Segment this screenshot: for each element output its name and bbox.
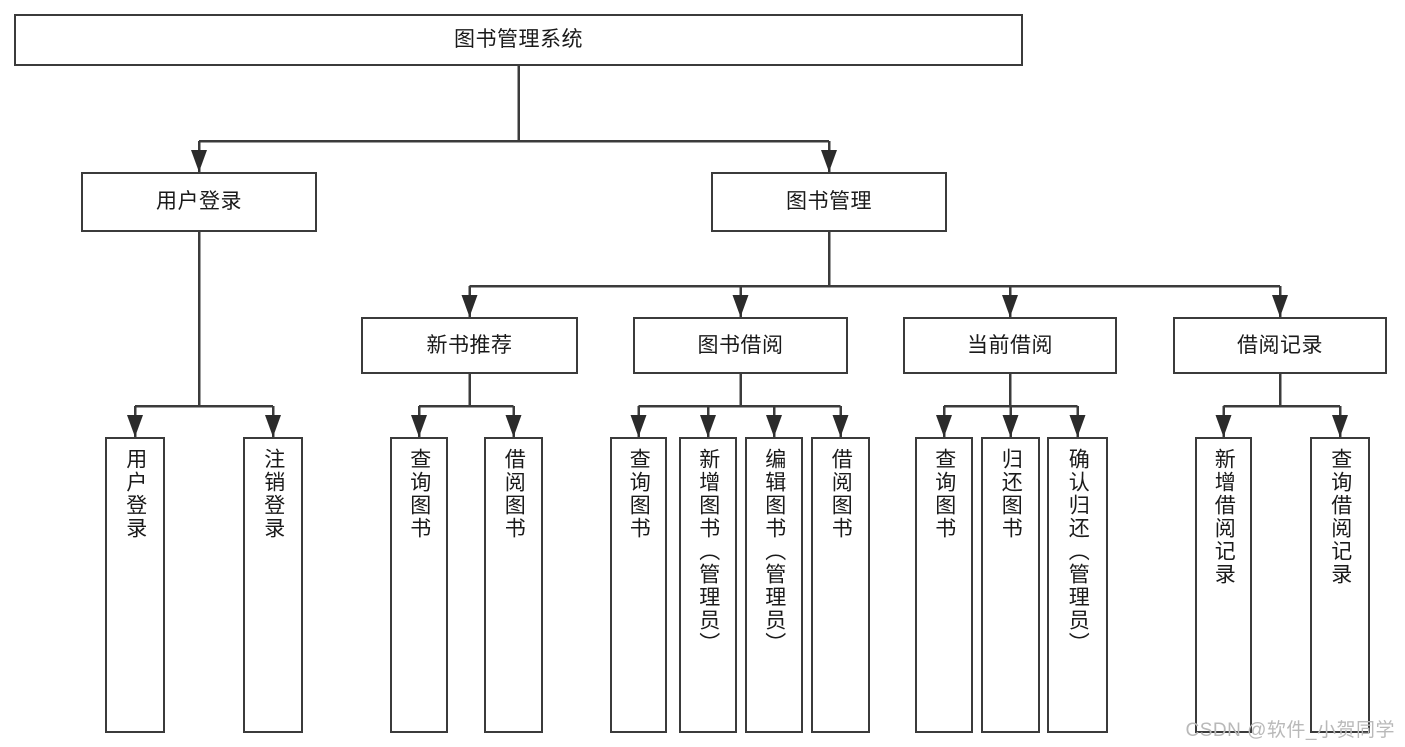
node-label-leaf-edit-book: 编辑图书（管理员） xyxy=(762,448,786,655)
node-borrow-record[interactable]: 借阅记录 xyxy=(1173,317,1387,374)
node-current-borrow[interactable]: 当前借阅 xyxy=(903,317,1117,374)
node-leaf-query-book-2[interactable]: 查询图书 xyxy=(610,437,667,733)
node-leaf-confirm-return[interactable]: 确认归还（管理员） xyxy=(1047,437,1108,733)
node-label-book-borrow: 图书借阅 xyxy=(697,333,784,357)
node-leaf-borrow-book-2[interactable]: 借阅图书 xyxy=(811,437,870,733)
node-leaf-query-book-1[interactable]: 查询图书 xyxy=(390,437,448,733)
node-label-leaf-return-book: 归还图书 xyxy=(999,448,1023,540)
node-leaf-query-record[interactable]: 查询借阅记录 xyxy=(1310,437,1370,733)
node-book-manage[interactable]: 图书管理 xyxy=(711,172,947,232)
node-label-current-borrow: 当前借阅 xyxy=(967,333,1053,357)
node-leaf-user-logout[interactable]: 注销登录 xyxy=(243,437,303,733)
node-leaf-add-record[interactable]: 新增借阅记录 xyxy=(1195,437,1252,733)
node-label-new-book-rec: 新书推荐 xyxy=(426,333,513,357)
node-leaf-return-book[interactable]: 归还图书 xyxy=(981,437,1040,733)
node-leaf-user-login[interactable]: 用户登录 xyxy=(105,437,165,733)
node-label-root: 图书管理系统 xyxy=(454,28,583,52)
node-label-leaf-borrow-book-2: 借阅图书 xyxy=(829,448,853,540)
node-label-book-manage: 图书管理 xyxy=(786,190,872,214)
node-label-leaf-add-record: 新增借阅记录 xyxy=(1212,448,1236,586)
node-leaf-borrow-book-1[interactable]: 借阅图书 xyxy=(484,437,543,733)
node-label-leaf-confirm-return: 确认归还（管理员） xyxy=(1066,448,1090,655)
node-label-leaf-query-book-2: 查询图书 xyxy=(627,448,651,540)
node-label-borrow-record: 借阅记录 xyxy=(1237,333,1323,357)
node-new-book-rec[interactable]: 新书推荐 xyxy=(361,317,578,374)
node-label-user-login: 用户登录 xyxy=(156,190,242,214)
node-label-leaf-query-book-1: 查询图书 xyxy=(407,448,431,540)
node-leaf-add-book[interactable]: 新增图书（管理员） xyxy=(679,437,737,733)
node-label-leaf-user-logout: 注销登录 xyxy=(261,448,285,540)
node-label-leaf-borrow-book-1: 借阅图书 xyxy=(502,448,526,540)
node-user-login[interactable]: 用户登录 xyxy=(81,172,317,232)
node-book-borrow[interactable]: 图书借阅 xyxy=(633,317,848,374)
node-label-leaf-query-record: 查询借阅记录 xyxy=(1328,448,1352,586)
node-leaf-query-book-3[interactable]: 查询图书 xyxy=(915,437,973,733)
node-leaf-edit-book[interactable]: 编辑图书（管理员） xyxy=(745,437,803,733)
node-label-leaf-user-login: 用户登录 xyxy=(123,448,147,540)
node-label-leaf-query-book-3: 查询图书 xyxy=(932,448,956,540)
node-label-leaf-add-book: 新增图书（管理员） xyxy=(696,448,720,655)
node-root[interactable]: 图书管理系统 xyxy=(14,14,1023,66)
